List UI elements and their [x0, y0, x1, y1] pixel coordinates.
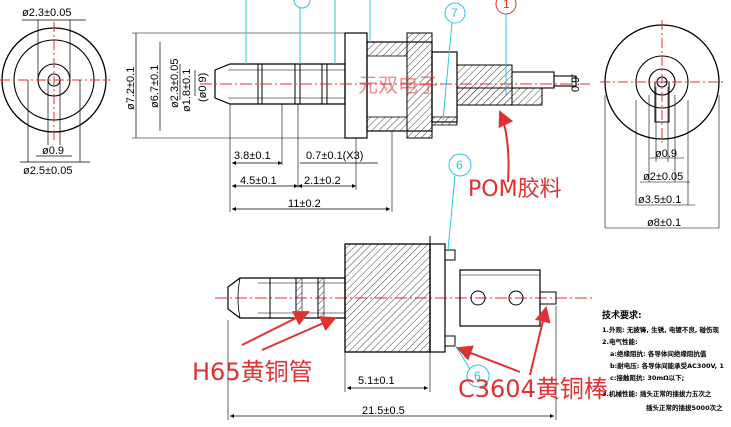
side-view: ø7.2±0.1 ø6.7±0.1 ø2.3±0.05 ø1.8±0.1 (ø0…	[125, 0, 590, 212]
right-dim-09: ø0.9	[655, 148, 677, 160]
side-dim-38: 3.8±0.1	[234, 150, 271, 162]
side-dim-18: ø1.8±0.1	[181, 69, 193, 112]
tech-notes-title: 技术要求:	[602, 309, 642, 321]
side-dim-07: 0.7±0.1(X3)	[306, 150, 363, 162]
bottom-dim-51: 5.1±0.1	[358, 375, 395, 387]
bottom-dim-215: 21.5±0.5	[362, 405, 405, 417]
side-dim-23: ø2.3±0.05	[169, 59, 181, 108]
tech-note-line: 插头正常的插拔5000次之	[646, 403, 723, 412]
side-dim-72: ø7.2±0.1	[125, 67, 137, 110]
side-dim-11: 11±0.2	[288, 198, 321, 210]
tech-note-line: b:耐电压: 各导体间能承受AC300V, 1	[610, 361, 724, 370]
left-dim-inner: ø0.9	[42, 145, 64, 157]
tech-note-line: 2.电气性能:	[602, 337, 638, 346]
pom-label: POM胶料	[468, 177, 562, 202]
pom-label-group: POM胶料	[468, 110, 562, 202]
h65-label-group: H65黄铜管	[192, 311, 337, 386]
right-dim-2: ø2±0.05	[643, 171, 683, 183]
c3604-label: C3604黄铜棒	[458, 375, 608, 403]
side-dim-21: 2.1±0.2	[304, 175, 341, 187]
left-dim-bottom: ø2.5±0.05	[23, 165, 72, 177]
callout-7-circle	[444, 2, 466, 24]
callout-6b: 6	[474, 369, 481, 383]
right-dim-35: ø3.5±0.1	[638, 194, 681, 206]
callout-6a-circle	[448, 153, 472, 177]
left-end-view: ø2.3±0.05 ø0.9 ø2.5±0.05	[0, 7, 110, 177]
bottom-view: 6 6 5.1±0.1 21.5±0.5	[215, 153, 595, 420]
callout-6a: 6	[456, 158, 463, 172]
tech-note-line: c:接触阻抗: 30mΩ以下;	[610, 373, 684, 382]
side-dim-67: ø6.7±0.1	[149, 65, 161, 108]
side-dim-45: 4.5±0.1	[240, 175, 277, 187]
tech-notes: 技术要求: 1.外观: 无披锋, 生锈, 电镀不良, 碰伤现 2.电气性能: a…	[602, 309, 724, 412]
tech-note-line: 3.机械性能: 插头正常的插拔力五次之	[602, 389, 712, 398]
callout-6b-circle	[466, 364, 490, 388]
right-dim-8: ø8±0.1	[647, 217, 681, 229]
watermark-text: 元双电子	[358, 73, 438, 97]
callout-7: 7	[451, 6, 458, 20]
callout-1: 1	[503, 0, 510, 11]
tech-note-line: 1.外观: 无披锋, 生锈, 电镀不良, 碰伤现	[602, 325, 720, 334]
tech-note-line: a:绝缘阻抗: 各导体间绝缘阻抗值	[610, 349, 707, 358]
right-end-view: ø0.9 ø2±0.05 ø3.5±0.1 ø8±0.1	[600, 20, 725, 229]
left-dim-top: ø2.3±0.05	[22, 7, 71, 19]
c3604-label-group: C3604黄铜棒	[456, 306, 608, 403]
h65-label: H65黄铜管	[192, 358, 313, 386]
side-dim-09: (ø0.9)	[197, 73, 209, 102]
side-vertical-dims: ø7.2±0.1 ø6.7±0.1 ø2.3±0.05 ø1.8±0.1 (ø0…	[125, 59, 209, 112]
